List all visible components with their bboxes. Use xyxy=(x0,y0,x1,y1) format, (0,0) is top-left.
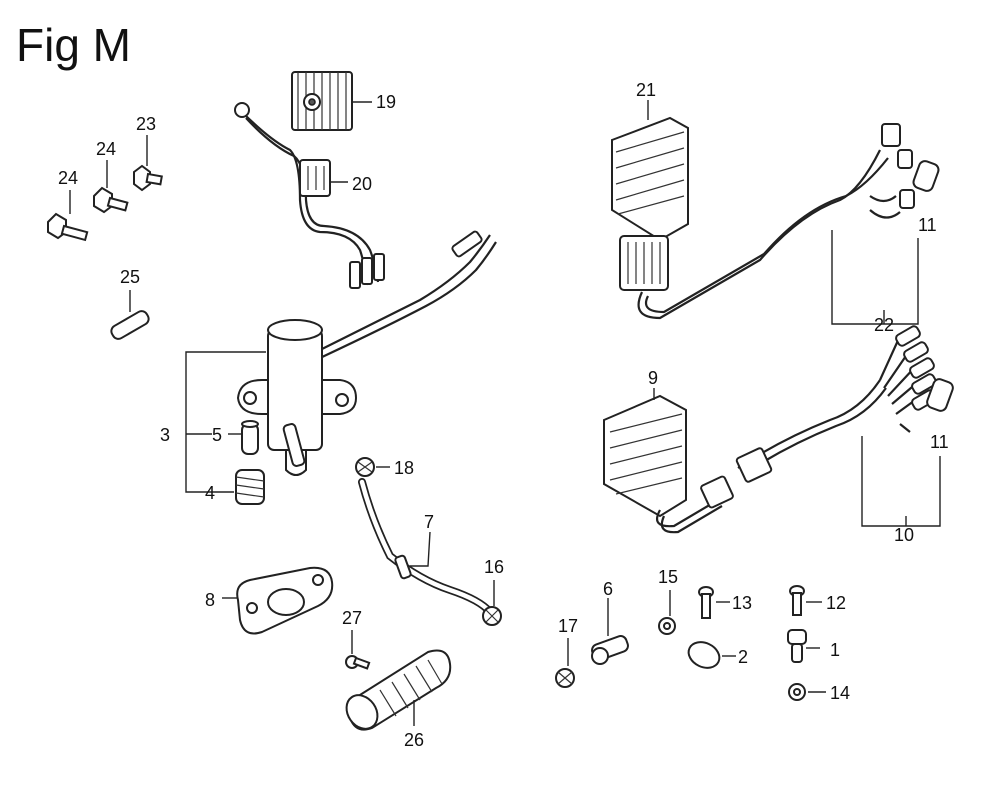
part-12-screw xyxy=(789,585,822,616)
part-16-clip xyxy=(482,580,502,626)
part-7-tube xyxy=(358,478,494,616)
callout-1: 1 xyxy=(830,640,840,660)
part-3-solenoid xyxy=(236,230,497,476)
callout-13: 13 xyxy=(732,593,752,613)
part-9-regulator xyxy=(603,388,687,518)
part-2-cap xyxy=(687,641,736,669)
callout-11-lower: 11 xyxy=(930,432,949,452)
part-1-nut xyxy=(787,629,820,663)
part-24-bolt-upper xyxy=(93,160,129,214)
callout-5: 5 xyxy=(212,425,222,445)
part-11-sleeve-lower xyxy=(926,378,954,412)
callout-25: 25 xyxy=(120,267,140,287)
callout-4: 4 xyxy=(205,483,215,503)
callout-11-upper: 11 xyxy=(918,215,937,235)
callout-21: 21 xyxy=(636,80,656,100)
callout-6: 6 xyxy=(603,579,613,599)
part-13-screw xyxy=(698,586,730,619)
part-25-dowel xyxy=(110,290,150,340)
part-11-sleeve-upper xyxy=(912,160,940,192)
part-14-washer xyxy=(788,683,826,701)
part-22-harness xyxy=(619,123,919,325)
callout-2: 2 xyxy=(738,647,748,667)
callout-10: 10 xyxy=(894,525,914,545)
part-24-bolt-lower xyxy=(47,190,89,242)
part-21-regulator xyxy=(611,100,689,242)
part-5-pin xyxy=(241,420,259,455)
part-6-connector xyxy=(591,598,629,665)
bracket-3 xyxy=(185,351,266,493)
part-20-harness xyxy=(234,102,385,289)
part-10-harness xyxy=(656,325,941,534)
callout-22: 22 xyxy=(874,315,894,335)
callout-17: 17 xyxy=(558,616,578,636)
callout-7: 7 xyxy=(424,512,434,532)
callout-9: 9 xyxy=(648,368,658,388)
callout-24-lower: 24 xyxy=(58,168,78,188)
part-26-grip xyxy=(345,649,452,731)
callout-20: 20 xyxy=(352,174,372,194)
label-leaders xyxy=(330,101,372,183)
callout-14: 14 xyxy=(830,683,850,703)
part-18-clip xyxy=(355,457,390,477)
callout-labels: 1 2 3 4 5 6 7 8 9 10 11 11 12 13 14 15 1… xyxy=(58,80,949,750)
part-27-screw xyxy=(345,630,371,670)
figure-title: Fig M xyxy=(16,19,131,71)
callout-24-upper: 24 xyxy=(96,139,116,159)
part-17-clip xyxy=(555,638,575,688)
part-4-spring xyxy=(235,469,265,505)
callout-19: 19 xyxy=(376,92,396,112)
callout-3: 3 xyxy=(160,425,170,445)
part-19-heatsink xyxy=(291,71,353,131)
callout-15: 15 xyxy=(658,567,678,587)
callout-23: 23 xyxy=(136,114,156,134)
callout-8: 8 xyxy=(205,590,215,610)
callout-16: 16 xyxy=(484,557,504,577)
callout-27: 27 xyxy=(342,608,362,628)
callout-18: 18 xyxy=(394,458,414,478)
callout-12: 12 xyxy=(826,593,846,613)
part-15-washer xyxy=(658,590,676,635)
callout-26: 26 xyxy=(404,730,424,750)
part-23-bolt xyxy=(133,135,163,192)
part-8-gasket xyxy=(222,566,334,635)
